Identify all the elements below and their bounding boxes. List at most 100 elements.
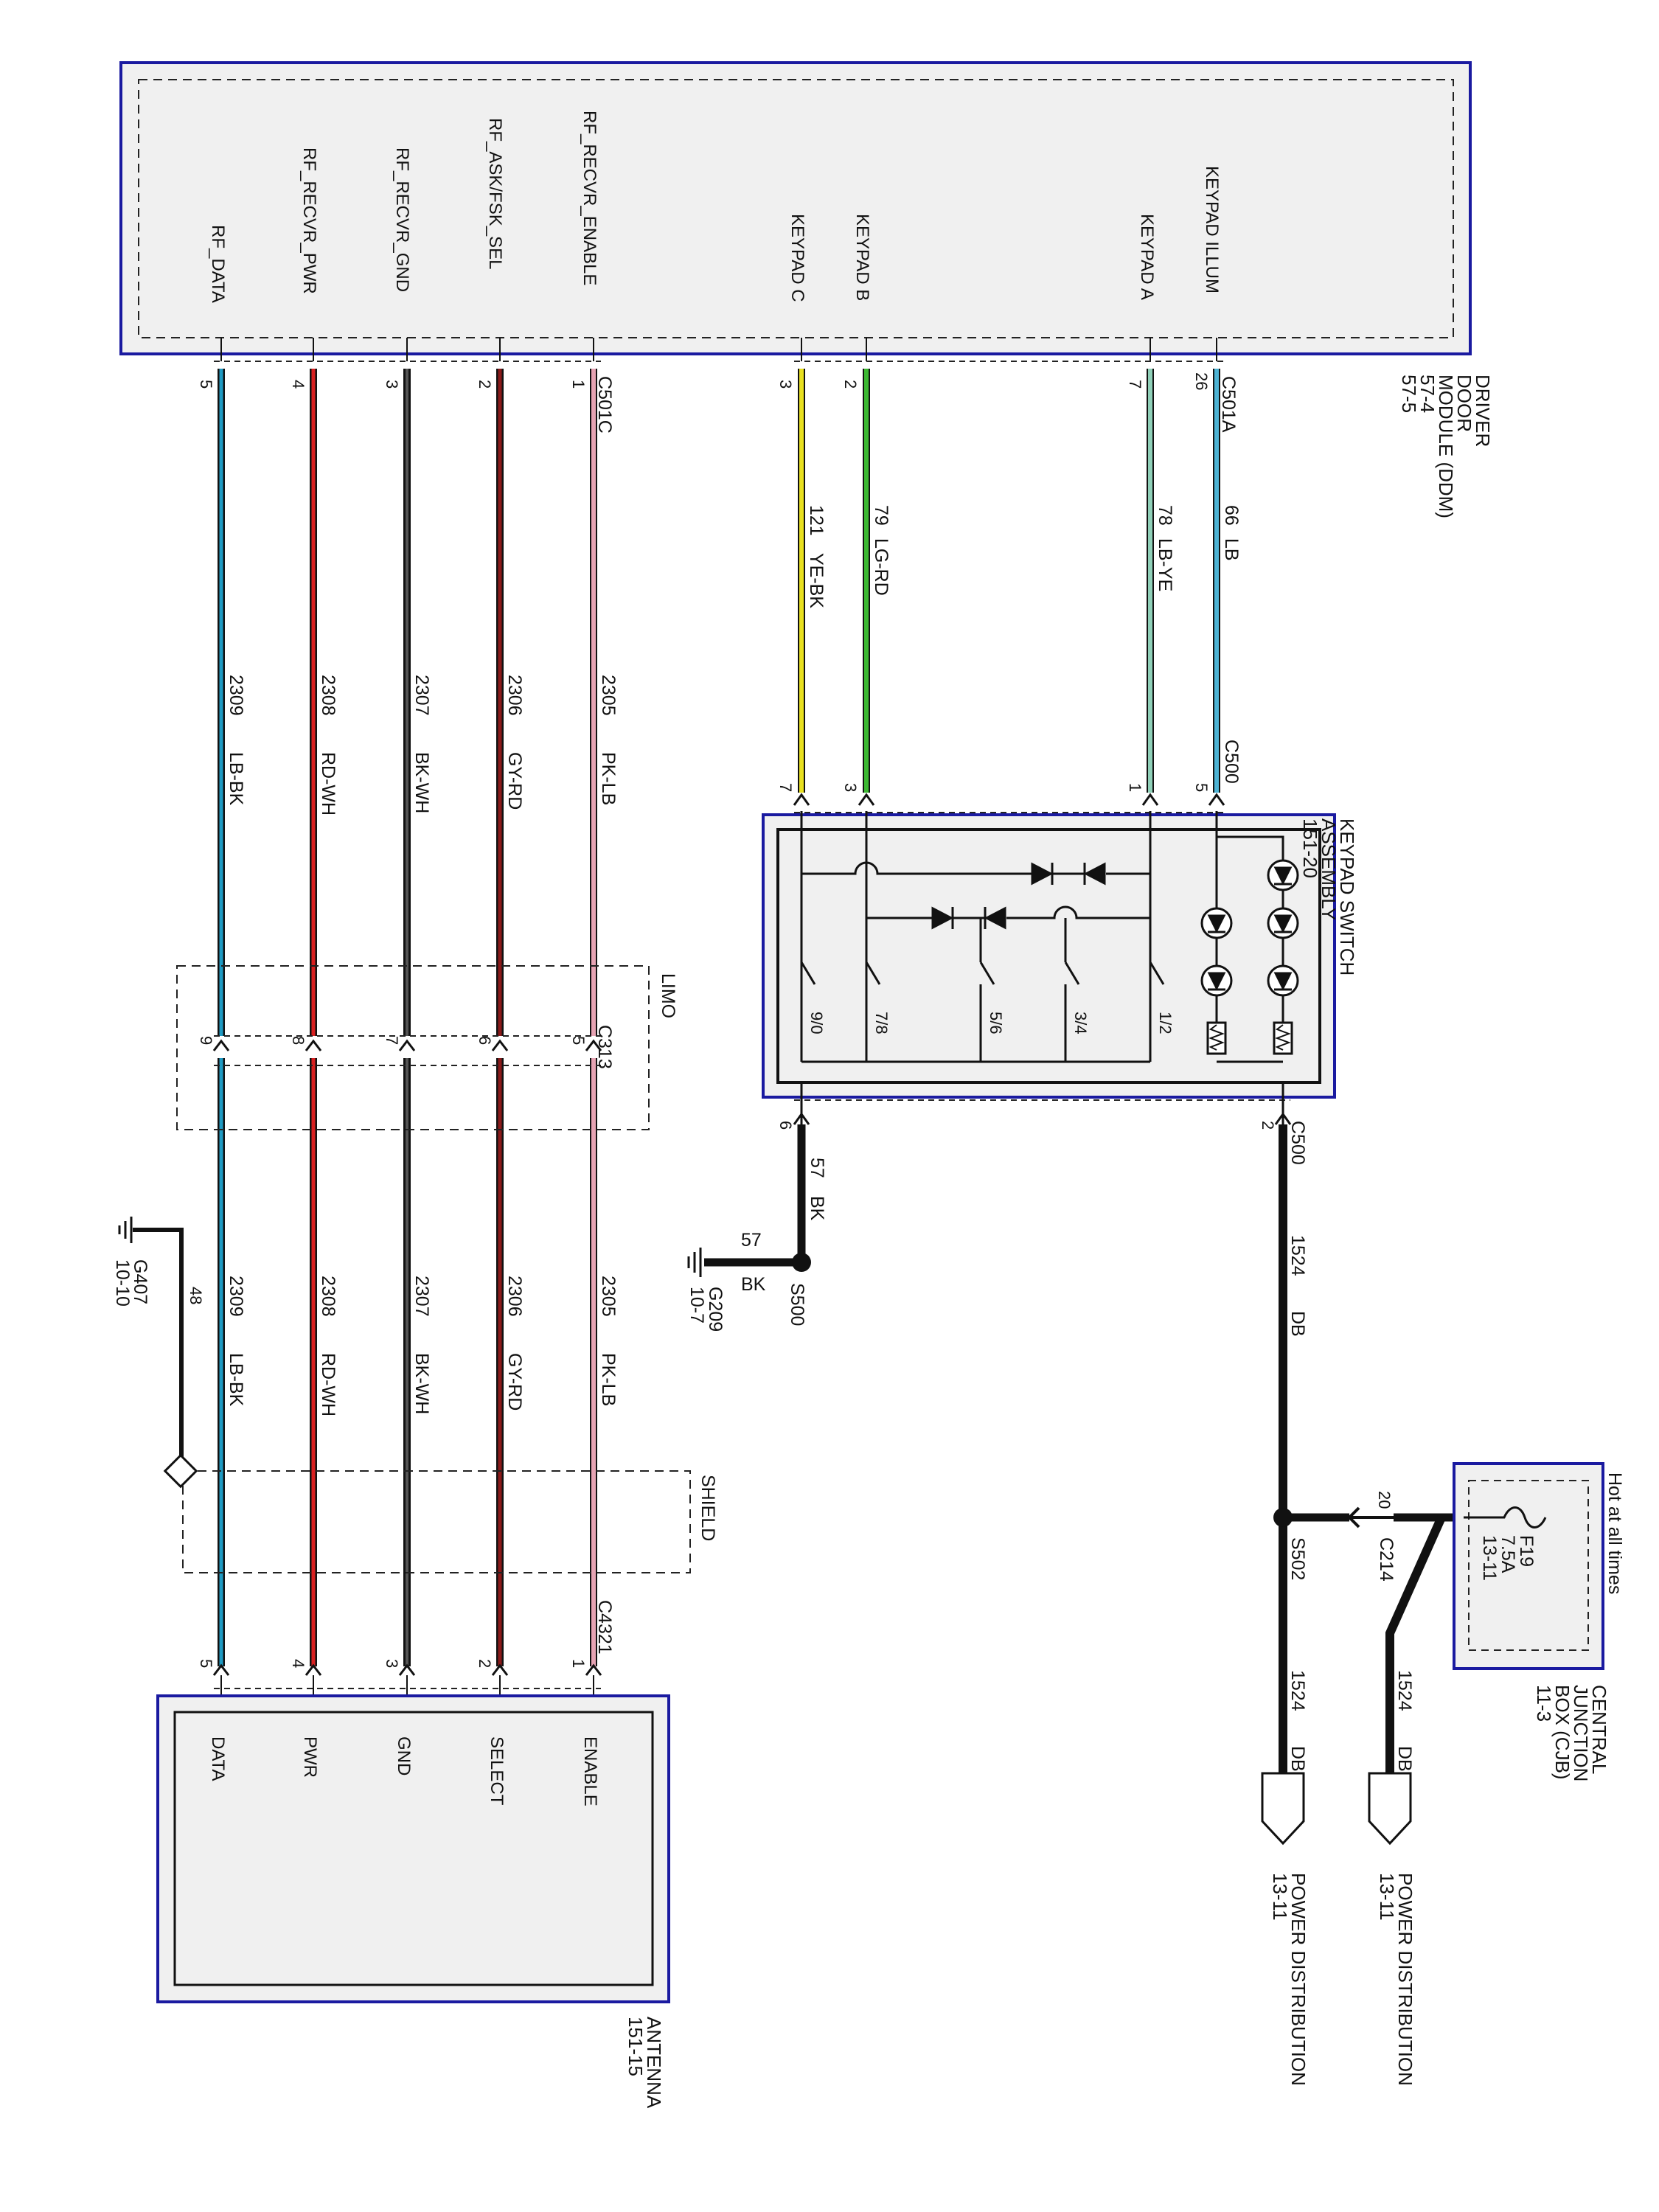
c4321-connector: C4321 5 4 3 2 1 — [197, 1600, 615, 1712]
cjb-inner-dashed — [1468, 1480, 1589, 1651]
keypad-title-1: KEYPAD SWITCH — [1336, 818, 1358, 975]
keypad-out-pin-2: 2 — [1259, 1121, 1277, 1130]
keypad-ddm-pin-26: 26 — [1192, 372, 1211, 390]
g407-ground-icon — [118, 1217, 133, 1243]
cjb-title-2: JUNCTION — [1570, 1685, 1592, 1781]
wire-1524-circuit-c: 1524 — [1394, 1670, 1415, 1711]
c500-in-label: C500 — [1221, 740, 1242, 784]
led-icon-3 — [1267, 964, 1299, 997]
c501a-label: C501A — [1218, 376, 1239, 433]
keypad-internal-circuit — [800, 811, 1284, 1063]
central-junction-box: Hot at all times F19 7.5A 13-11 CENTRAL … — [1453, 1462, 1625, 1781]
c500-pin-7: 7 — [776, 783, 795, 792]
switch-label-12: 1/2 — [1156, 1012, 1175, 1034]
c500-out-label: C500 — [1287, 1121, 1308, 1165]
c4321-pin-2: 2 — [476, 1659, 494, 1668]
ddm-pin-keypad-b: KEYPAD B — [852, 214, 872, 301]
ddm-inner-dashed — [138, 79, 1454, 338]
rf-color-bkwh-b: BK-WH — [411, 1353, 432, 1414]
antenna-pin-enable: ENABLE — [580, 1736, 600, 1806]
diode-pair-1 — [1031, 862, 1106, 886]
shield-drain-wire — [133, 1228, 184, 1471]
power-dist-ref-2: 13-11 — [1376, 1873, 1398, 1921]
led-icon-2 — [1267, 907, 1299, 939]
cjb-title-3: BOX (CJB) — [1551, 1685, 1573, 1780]
shield-section: SHIELD 48 G407 10-10 — [112, 1217, 718, 1573]
rf-wires: 5 4 3 2 1 2309 LB-BK 2308 RD-WH 2307 BK-… — [197, 369, 619, 1666]
keypad-color-lgrd: LG-RD — [871, 538, 891, 596]
drain-pin-48: 48 — [187, 1287, 205, 1304]
c500-in-chevrons — [793, 793, 1225, 806]
rf-color-rdwh-a: RD-WH — [318, 752, 338, 815]
ddm-pin-keypad-a: KEYPAD A — [1137, 214, 1157, 300]
c4321-pin-5: 5 — [197, 1659, 215, 1668]
keypad-title-2: ASSEMBLY — [1318, 818, 1340, 920]
rf-color-lbbk-b: LB-BK — [226, 1353, 246, 1407]
rf-color-gyrd-a: GY-RD — [504, 752, 525, 810]
switch-label-78: 7/8 — [872, 1012, 891, 1034]
led-icon-1 — [1267, 859, 1299, 891]
cjb-fuse-2: 7.5A — [1498, 1535, 1518, 1573]
rf-color-pklb-b: PK-LB — [598, 1353, 619, 1406]
rf-color-lbbk-a: LB-BK — [226, 752, 246, 806]
keypad-circuit-66: 66 — [1221, 505, 1242, 526]
rf-ddm-pin-4: 4 — [289, 380, 307, 389]
wire-1524-circuit-a: 1524 — [1287, 1235, 1308, 1276]
c4321-pin-4: 4 — [289, 1659, 307, 1668]
ddm-title-3: MODULE (DDM) — [1435, 375, 1457, 518]
c313-pin-7: 7 — [383, 1036, 401, 1045]
power-dist-arrow-1 — [1261, 1772, 1305, 1846]
driver-door-module: DRIVER DOOR MODULE (DDM) 57-4 57-5 RF_DA… — [119, 61, 1494, 518]
fuse-icon — [1464, 1506, 1547, 1528]
ddm-title-4: 57-4 — [1416, 375, 1439, 413]
wire-57-color-b: BK — [741, 1274, 766, 1295]
cjb-title-4: 11-3 — [1533, 1685, 1555, 1722]
keypad-ddm-pin-3: 3 — [776, 380, 795, 389]
rf-color-gyrd-b: GY-RD — [504, 1353, 525, 1411]
keypad-out-pin-6: 6 — [776, 1121, 795, 1130]
g209-ground-icon — [687, 1248, 702, 1277]
limo-box — [176, 965, 650, 1130]
ground-circuit: S500 57 BK 57 BK G209 10-7 — [686, 1124, 827, 1332]
c313-pin-6: 6 — [476, 1036, 494, 1045]
diode-pair-2 — [931, 906, 1006, 930]
wire-cjb-to-pd2 — [1385, 1515, 1446, 1773]
ddm-box — [119, 61, 1472, 355]
rf-ddm-pin-5: 5 — [197, 380, 215, 389]
switch-label-34: 3/4 — [1071, 1012, 1090, 1034]
c313-pin-9: 9 — [197, 1036, 215, 1045]
ddm-title-2: DOOR — [1453, 375, 1475, 432]
power-dist-label-1: POWER DISTRIBUTION — [1287, 1873, 1310, 2086]
led-icon-4 — [1200, 907, 1233, 939]
limo-label: LIMO — [658, 973, 678, 1018]
cjb-fuse-3: 13-11 — [1479, 1535, 1500, 1581]
power-circuit: S502 1524 DB 1524 DB 20 C214 1524 DB POW… — [1261, 1124, 1464, 2086]
c4321-chevrons — [212, 1663, 602, 1676]
rf-circuit-2307-a: 2307 — [411, 675, 432, 716]
rf-ddm-pin-2: 2 — [476, 380, 494, 389]
ddm-title-5: 57-5 — [1398, 375, 1420, 413]
resistor-icons — [1206, 1021, 1293, 1055]
rf-circuit-2308-b: 2308 — [318, 1276, 338, 1317]
led-icons — [1200, 859, 1299, 997]
cjb-box — [1453, 1462, 1604, 1670]
keypad-color-yebk: YE-BK — [806, 553, 827, 608]
power-dist-ref-1: 13-11 — [1269, 1873, 1291, 1921]
rf-color-bkwh-a: BK-WH — [411, 752, 432, 813]
keypad-color-lb: LB — [1221, 538, 1242, 561]
antenna-title-2: 151-15 — [625, 2017, 647, 2076]
ddm-pin-rf-data: RF_DATA — [208, 225, 228, 303]
antenna-pin-select: SELECT — [487, 1736, 507, 1806]
wire-57-color-a: BK — [807, 1196, 827, 1221]
keypad-inner — [776, 828, 1321, 1084]
rf-circuit-2306-b: 2306 — [504, 1276, 525, 1317]
power-dist-arrow-2 — [1368, 1772, 1412, 1846]
cjb-header: Hot at all times — [1604, 1472, 1625, 1594]
s500-splice — [792, 1253, 811, 1272]
cjb-title-1: CENTRAL — [1588, 1685, 1610, 1774]
antenna-pin-gnd: GND — [394, 1736, 414, 1775]
ddm-pin-stubs — [220, 338, 1217, 361]
ddm-pin-rf-recvr-gnd: RF_RECVR_GND — [392, 147, 412, 292]
c500-pin-3: 3 — [841, 783, 860, 792]
c500-pin-1: 1 — [1126, 783, 1144, 792]
